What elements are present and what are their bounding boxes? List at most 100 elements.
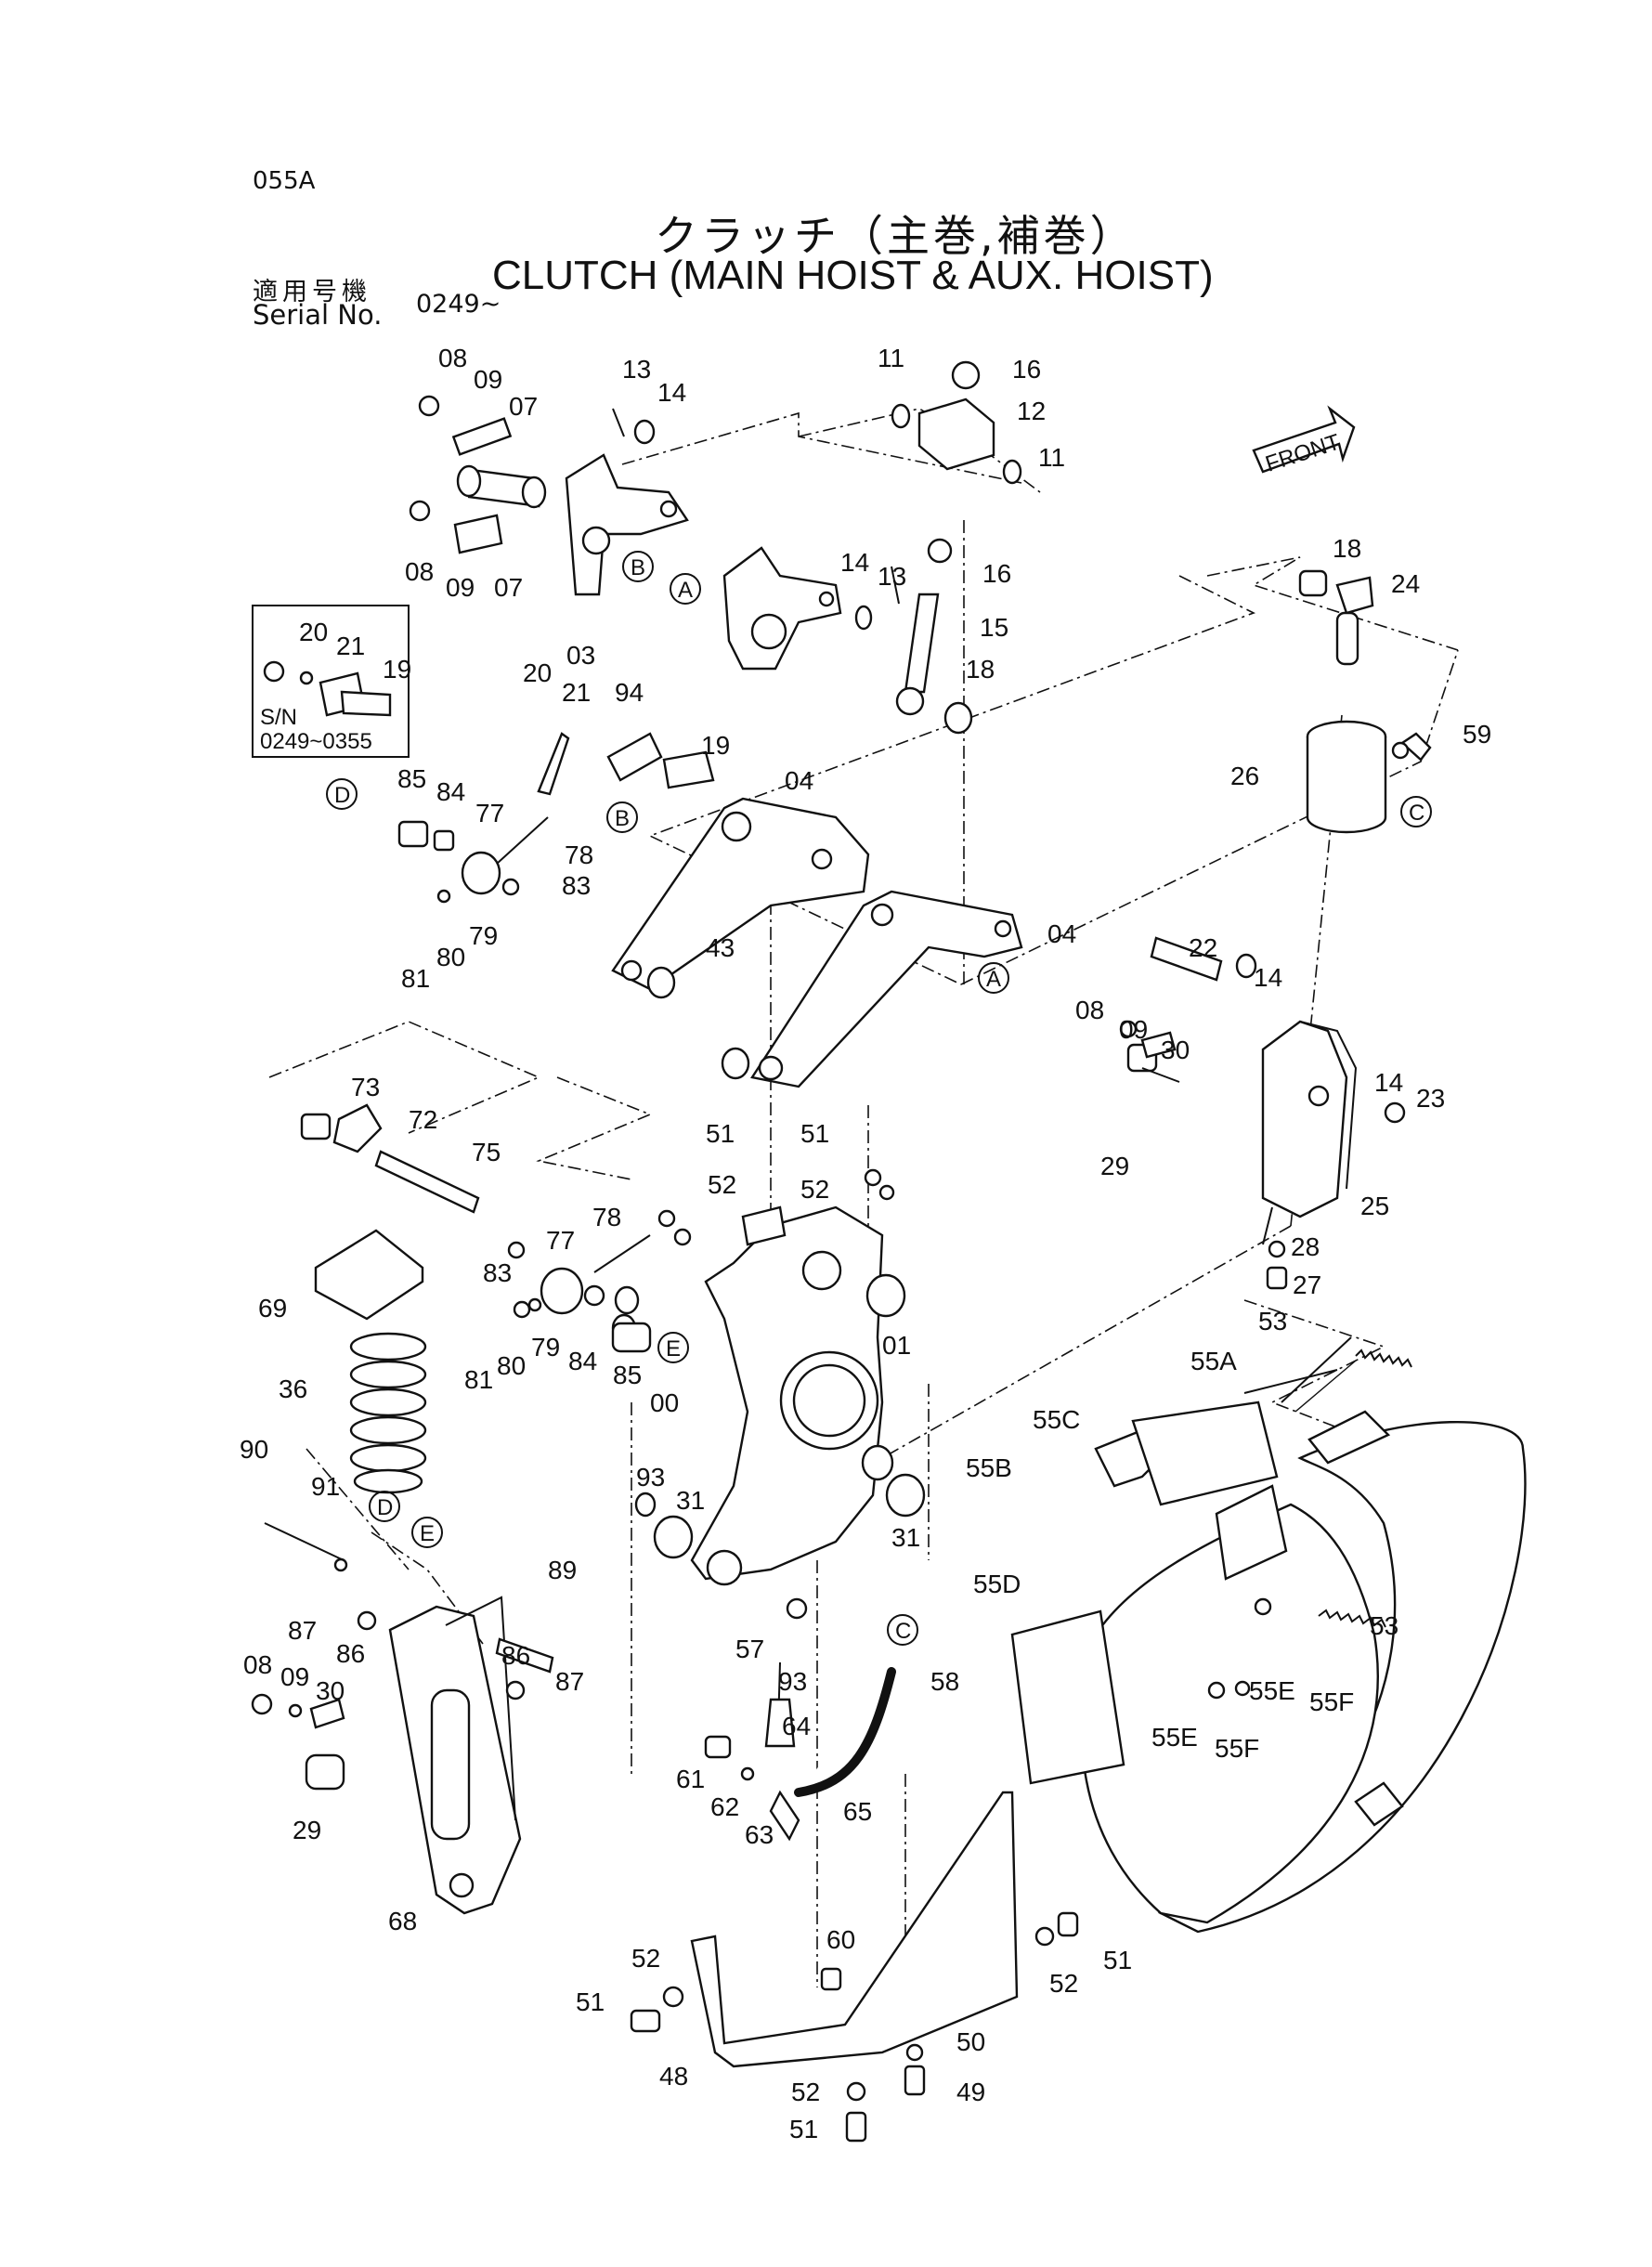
cylinder-68 [251,1522,554,1915]
bracket-48 [630,1791,1079,2143]
label-84: 84 [436,777,465,806]
label-81: 81 [464,1365,493,1394]
label-23: 23 [1416,1084,1445,1113]
reference-marks: B A B A D C E D E C [326,551,1432,1646]
label-55D: 55D [973,1570,1021,1598]
label-15: 15 [980,613,1008,642]
label-30: 30 [1161,1036,1190,1064]
label-51: 51 [789,2115,818,2143]
label-55C: 55C [1033,1405,1080,1434]
serial-label-japanese: 適用号機 [253,278,371,306]
linkage-04 [537,732,1023,1088]
label-85: 85 [397,764,426,793]
inset-label-20: 20 [299,618,328,646]
upper-linkage [409,360,1432,834]
label-07: 07 [509,392,538,421]
spring-36 [349,1332,427,1494]
label-20: 20 [523,658,552,687]
label-77: 77 [546,1226,575,1255]
label-86: 86 [501,1641,530,1670]
serial-value: 0249~ [416,290,501,319]
label-08: 08 [405,557,434,586]
label-61: 61 [676,1765,705,1793]
label-36: 36 [279,1375,307,1403]
label-57: 57 [735,1635,764,1663]
label-18: 18 [1333,534,1361,563]
label-29: 29 [293,1816,321,1844]
serial-range-inset: S/N 0249~0355 [252,605,410,758]
label-18: 18 [966,655,995,684]
label-04: 04 [785,766,813,795]
label-16: 16 [1012,355,1041,384]
label-87: 87 [288,1616,317,1645]
label-43: 43 [706,933,735,962]
label-01: 01 [882,1331,911,1360]
label-30: 30 [316,1676,345,1705]
label-09: 09 [1119,1015,1148,1044]
brake-band [1010,1336,1527,1934]
inset-sn-range: 0249~0355 [260,729,372,754]
label-09: 09 [280,1662,309,1691]
label-28: 28 [1291,1232,1320,1261]
springs-53 [1294,1348,1412,1628]
label-52: 52 [791,2078,820,2106]
label-86: 86 [336,1639,365,1668]
label-31: 31 [676,1486,705,1515]
label-87: 87 [555,1667,584,1696]
label-55B: 55B [966,1453,1012,1482]
left-small-parts [300,816,652,1494]
label-55E: 55E [1249,1676,1295,1705]
label-81: 81 [401,964,430,993]
label-91: 91 [311,1472,340,1501]
label-08: 08 [243,1650,272,1679]
svg-text:E: E [666,1336,681,1362]
label-21: 21 [562,678,591,707]
label-68: 68 [388,1907,417,1935]
inset-label-19: 19 [383,655,411,684]
label-52: 52 [631,1944,660,1973]
label-79: 79 [531,1333,560,1362]
svg-text:B: B [631,555,645,580]
label-72: 72 [409,1105,437,1134]
label-75: 75 [472,1138,501,1166]
label-80: 80 [436,943,465,971]
label-08: 08 [1075,996,1104,1024]
label-08: 08 [438,344,467,372]
label-51: 51 [1103,1946,1132,1974]
label-55F: 55F [1309,1687,1354,1716]
label-11: 11 [878,344,904,372]
label-09: 09 [446,573,475,602]
svg-text:B: B [615,806,630,831]
label-78: 78 [592,1203,621,1231]
label-50: 50 [956,2027,985,2056]
label-60: 60 [826,1925,855,1954]
svg-text:D: D [334,783,350,808]
label-89: 89 [548,1556,577,1584]
label-51: 51 [800,1119,829,1148]
label-62: 62 [710,1792,739,1821]
label-27: 27 [1293,1270,1321,1299]
svg-text:A: A [678,578,693,603]
svg-text:E: E [420,1521,435,1546]
label-12: 12 [1017,397,1046,425]
label-53: 53 [1370,1611,1398,1640]
label-79: 79 [469,921,498,950]
label-49: 49 [956,2078,985,2106]
label-64: 64 [782,1712,811,1740]
label-73: 73 [351,1073,380,1101]
label-31: 31 [891,1523,920,1552]
label-93: 93 [636,1463,665,1492]
label-13: 13 [878,562,906,591]
serial-label: Serial No. [253,299,383,331]
part-number-labels: 08 09 07 08 09 07 03 13 14 11 16 12 11 1… [240,344,1491,2143]
main-lever-00 [634,1168,926,1620]
front-arrow: FRONT [1252,405,1356,477]
label-55F: 55F [1215,1734,1259,1763]
label-53: 53 [1258,1307,1287,1335]
label-55E: 55E [1151,1723,1198,1752]
label-09: 09 [474,365,502,394]
label-51: 51 [576,1987,605,2016]
label-65: 65 [843,1797,872,1826]
title-english: CLUTCH (MAIN HOIST & AUX. HOIST) [492,253,1214,298]
